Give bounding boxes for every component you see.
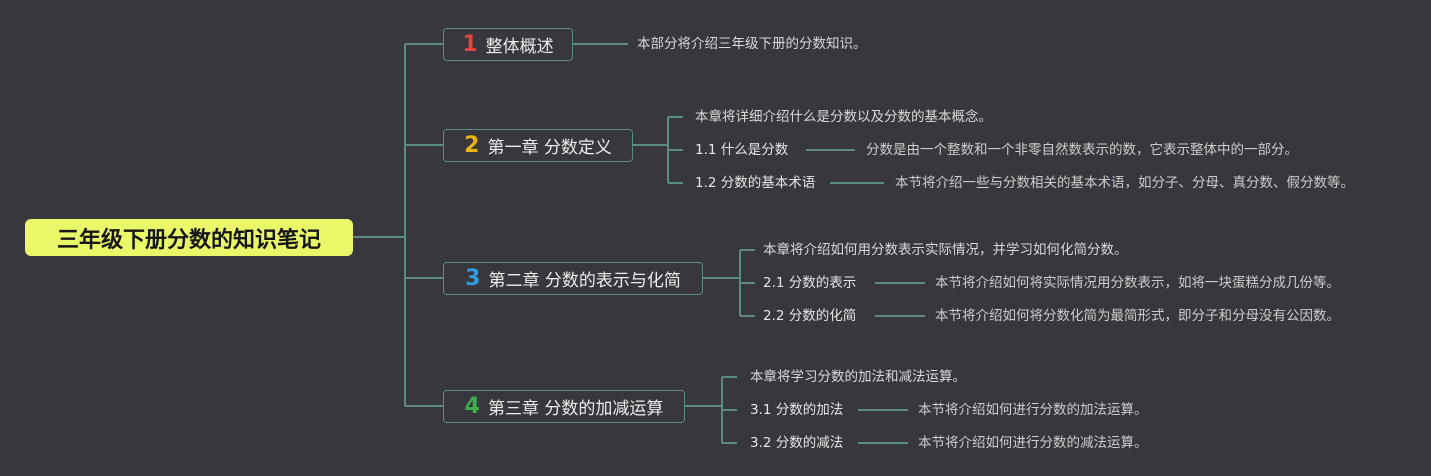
root-label: 三年级下册分数的知识笔记 xyxy=(56,227,321,253)
branch-3-label: 第二章 分数的表示与化简 xyxy=(488,271,681,291)
branch-1-number: 1 xyxy=(462,31,478,57)
child-topic-1-1[interactable]: 1.1 什么是分数 xyxy=(695,141,789,158)
branch-3-number: 3 xyxy=(465,265,481,291)
child-topic-1-2[interactable]: 1.2 分数的基本术语 xyxy=(695,174,816,191)
branch-node-overview[interactable]: 1 整体概述 xyxy=(443,28,573,61)
child-topic-3-2[interactable]: 3.2 分数的减法 xyxy=(750,434,844,451)
branch-node-chapter1[interactable]: 2 第一章 分数定义 xyxy=(443,129,633,162)
child-topic-2-2[interactable]: 2.2 分数的化简 xyxy=(763,307,857,324)
topic-description-3-2[interactable]: 本节将介绍如何进行分数的减法运算。 xyxy=(918,434,1148,451)
branch-4-number: 4 xyxy=(464,393,480,419)
branch-3-summary[interactable]: 本章将介绍如何用分数表示实际情况，并学习如何化简分数。 xyxy=(763,241,1128,258)
branch-2-label: 第一章 分数定义 xyxy=(487,138,612,158)
topic-description-1-2[interactable]: 本节将介绍一些与分数相关的基本术语，如分子、分母、真分数、假分数等。 xyxy=(895,174,1354,191)
branch-1-label: 整体概述 xyxy=(485,37,554,57)
branch-4-label: 第三章 分数的加减运算 xyxy=(487,399,664,419)
branch-1-summary[interactable]: 本部分将介绍三年级下册的分数知识。 xyxy=(637,35,867,52)
branch-2-number: 2 xyxy=(464,132,480,158)
topic-description-2-1[interactable]: 本节将介绍如何将实际情况用分数表示，如将一块蛋糕分成几份等。 xyxy=(935,274,1340,291)
branch-2-summary[interactable]: 本章将详细介绍什么是分数以及分数的基本概念。 xyxy=(695,108,992,125)
branch-node-chapter2[interactable]: 3 第二章 分数的表示与化简 xyxy=(443,262,703,295)
branch-node-chapter3[interactable]: 4 第三章 分数的加减运算 xyxy=(443,390,685,423)
topic-description-2-2[interactable]: 本节将介绍如何将分数化简为最简形式，即分子和分母没有公因数。 xyxy=(935,307,1340,324)
child-topic-2-1[interactable]: 2.1 分数的表示 xyxy=(763,274,857,291)
root-node[interactable]: 三年级下册分数的知识笔记 xyxy=(25,219,353,256)
child-topic-3-1[interactable]: 3.1 分数的加法 xyxy=(750,401,844,418)
topic-description-1-1[interactable]: 分数是由一个整数和一个非零自然数表示的数，它表示整体中的一部分。 xyxy=(866,141,1298,158)
branch-4-summary[interactable]: 本章将学习分数的加法和减法运算。 xyxy=(750,368,966,385)
topic-description-3-1[interactable]: 本节将介绍如何进行分数的加法运算。 xyxy=(918,401,1148,418)
